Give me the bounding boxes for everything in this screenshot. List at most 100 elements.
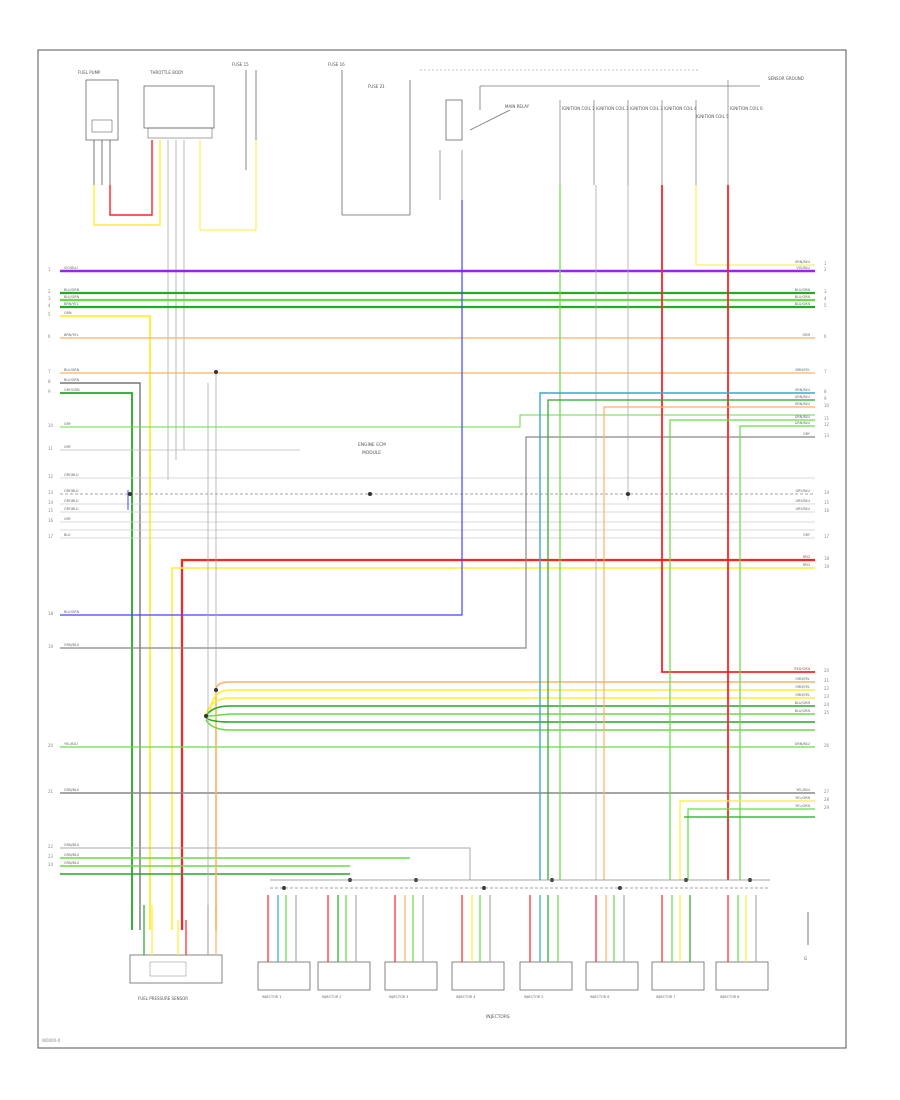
left-wire-label: GRN/BLU	[64, 861, 80, 865]
right-row-number: 19	[824, 564, 830, 569]
right-row-number: 22	[824, 686, 830, 691]
right-row-number: 17	[824, 534, 830, 539]
right-row-number: 18	[824, 556, 830, 561]
right-wire-label: GRN	[802, 333, 810, 337]
bottom-caption: INJECTORS	[486, 1014, 510, 1020]
right-wire-label: GRN/BLU	[795, 742, 811, 746]
right-wire-label: VIO/BLU	[796, 266, 810, 270]
left-row-number: 4	[48, 303, 51, 308]
fuse-21: FUSE 21	[368, 69, 700, 89]
top-component-label-10: IGNITION COIL 5	[696, 114, 729, 119]
left-wire-label: GRN/BLU	[64, 643, 80, 647]
injector-rail	[270, 879, 770, 889]
right-wire-label: RED	[803, 555, 810, 559]
top-component-label-12: SENSOR GROUND	[768, 76, 804, 81]
right-wire-label: GRY/BLU	[795, 489, 810, 493]
left-wire-label: GRY/BLU	[64, 499, 79, 503]
main-relay-component: MAIN RELAY	[445, 85, 760, 141]
right-wire-label: YEL/GRN	[795, 796, 810, 800]
right-row-number: 9	[824, 396, 827, 401]
injectors-group: INJECTOR 1 INJECTOR 2 INJECTOR 3 INJECTO…	[257, 912, 809, 1020]
right-row-number: 6	[824, 334, 827, 339]
right-row-number: 27	[824, 789, 830, 794]
left-wire-label: GRY/BLU	[64, 507, 79, 511]
splice-points	[128, 370, 752, 890]
fuel-pressure-sensor: FUEL PRESSURE SENSOR	[129, 954, 223, 1001]
left-row-number: 9	[48, 389, 51, 394]
left-wire-label: BLU	[64, 533, 71, 537]
bottom-component-label-8: INJECTOR 8	[720, 995, 739, 999]
right-wire-label: RED	[803, 563, 810, 567]
left-row-number: 21	[48, 789, 54, 794]
right-wire-label: GRN/BLU	[795, 415, 811, 419]
left-wire-label: GRN/BLU	[64, 788, 80, 792]
left-row-number: 19	[48, 644, 54, 649]
center-sub-label: MODULE	[362, 450, 381, 456]
left-wire-label: BLU/GRN	[64, 288, 80, 292]
left-wire-label: VIO/BLU	[64, 266, 78, 270]
top-component-label-6: IGNITION COIL 1	[562, 106, 595, 111]
right-wire-label: GRY/BLU	[795, 507, 810, 511]
right-row-number: 14	[824, 490, 830, 495]
right-row-number: 15	[824, 500, 830, 505]
top-component-label-5: MAIN RELAY	[505, 104, 530, 109]
right-wire-label: BLU/GRN	[795, 288, 811, 292]
bottom-component-label-6: INJECTOR 6	[590, 995, 609, 999]
left-wire-label: BLU/GRN	[64, 378, 80, 382]
left-row-number: 10	[48, 423, 54, 428]
right-wire-label: BRN/YEL	[796, 368, 811, 372]
top-component-label-9: IGNITION COIL 4	[664, 106, 697, 111]
right-row-number: 12	[824, 422, 830, 427]
left-row-number: 17	[48, 534, 54, 539]
bottom-component-label-2: INJECTOR 2	[322, 995, 341, 999]
fuel-pump-component: FUEL PUMP	[78, 70, 119, 185]
left-row-number: 16	[48, 518, 54, 523]
top-component-label-0: FUEL PUMP	[78, 70, 101, 75]
left-wire-label: BLU/GRN	[64, 368, 80, 372]
top-component-label-3: FUSE 16	[328, 62, 345, 67]
left-wire-label: GRY	[64, 517, 72, 521]
right-wire-label: GRY/BLU	[795, 499, 810, 503]
right-wire-label: BLU/GRN	[795, 295, 811, 299]
bus-wires	[60, 200, 815, 930]
right-row-number: 29	[824, 805, 830, 810]
right-row-number: 4	[824, 296, 827, 301]
vertical-wires	[127, 185, 815, 930]
top-component-label-8: IGNITION COIL 3	[630, 106, 663, 111]
left-wire-label: GRY	[64, 422, 72, 426]
top-component-label-11: IGNITION COIL 6	[730, 106, 763, 111]
left-row-number: 13	[48, 490, 54, 495]
right-wire-label: GRY	[803, 533, 811, 537]
bottom-component-label-4: INJECTOR 4	[456, 995, 475, 999]
top-component-label-4: FUSE 21	[368, 84, 385, 89]
bottom-component-label-5: INJECTOR 5	[524, 995, 543, 999]
right-wire-label: GRN/BLU	[795, 421, 811, 425]
right-wire-labels: GRN/BLUVIO/BLUBLU/GRNBLU/GRNBLU/GRNGRNBR…	[794, 260, 811, 808]
right-row-number: 5	[824, 303, 827, 308]
right-row-number: 13	[824, 433, 830, 438]
center-label: ENGINE ECM	[358, 442, 386, 448]
right-wire-label: GRN/BLU	[795, 395, 811, 399]
left-row-number: 23	[48, 854, 54, 859]
left-row-number: 24	[48, 862, 54, 867]
right-row-number: 8	[824, 389, 827, 394]
right-wire-label: YEL/BLU	[796, 788, 810, 792]
left-row-number: 1	[48, 267, 51, 272]
right-row-number: 1	[824, 261, 827, 266]
left-row-number: 12	[48, 474, 54, 479]
left-row-number: 15	[48, 508, 54, 513]
left-wire-label: GRY/BLU	[64, 473, 79, 477]
right-wire-label: GRN/BLU	[795, 260, 811, 264]
left-wire-label: BLU/GRN	[64, 295, 80, 299]
right-row-number: 11	[824, 416, 830, 421]
right-row-number: 2	[824, 267, 827, 272]
right-wire-label: GRN/BLU	[795, 402, 811, 406]
left-wire-label: GRN/BLU	[64, 843, 80, 847]
left-row-number: 8	[48, 379, 51, 384]
right-row-number: 23	[824, 694, 830, 699]
top-component-label-7: IGNITION COIL 2	[596, 106, 629, 111]
fuse-15: FUSE 15	[232, 62, 257, 170]
bottom-component-label-9: G	[804, 956, 807, 961]
